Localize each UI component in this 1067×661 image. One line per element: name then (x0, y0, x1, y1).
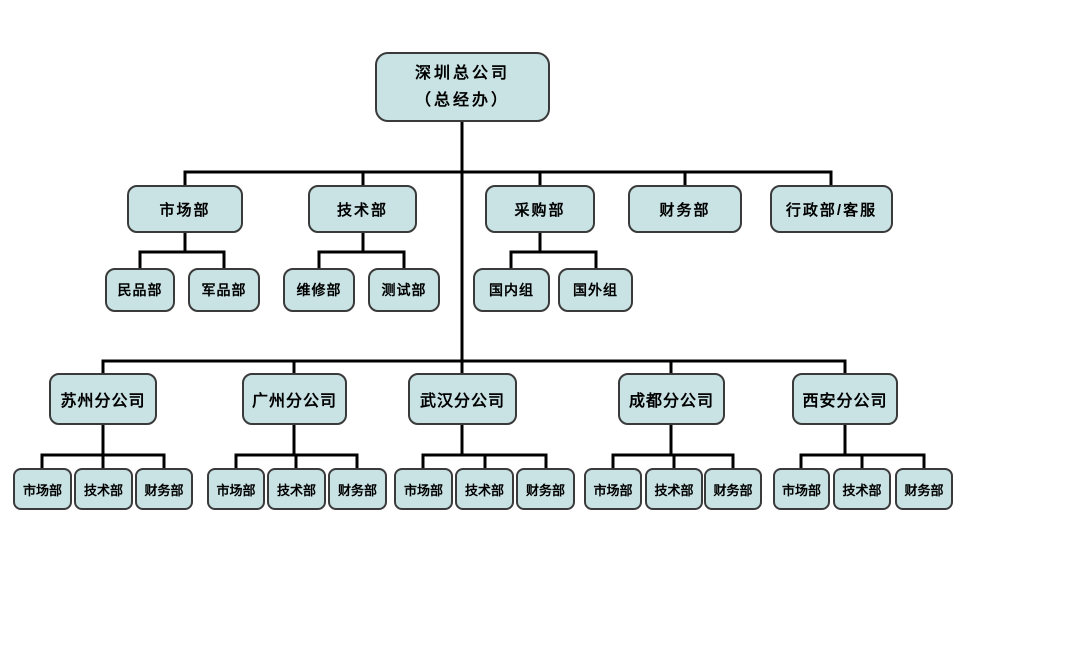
node-chengdu-technology: 技术部 (645, 468, 703, 510)
node-guangzhou-technology: 技术部 (267, 468, 326, 510)
node-hq-marketing: 市场部 (127, 185, 243, 233)
node-hq-finance: 财务部 (628, 185, 742, 233)
node-wuhan-marketing: 市场部 (394, 468, 453, 510)
node-branch-suzhou: 苏州分公司 (49, 373, 157, 425)
node-wuhan-technology: 技术部 (455, 468, 514, 510)
node-xian-technology: 技术部 (833, 468, 891, 510)
node-suzhou-marketing: 市场部 (13, 468, 72, 510)
node-branch-wuhan: 武汉分公司 (408, 373, 517, 425)
node-suzhou-finance: 财务部 (135, 468, 193, 510)
node-chengdu-finance: 财务部 (704, 468, 762, 510)
node-wuhan-finance: 财务部 (516, 468, 575, 510)
node-testing: 测试部 (368, 268, 440, 312)
node-hq-purchasing: 采购部 (485, 185, 595, 233)
node-guangzhou-finance: 财务部 (328, 468, 387, 510)
node-hq-technology: 技术部 (308, 185, 417, 233)
node-hq-admin-service: 行政部/客服 (770, 185, 893, 233)
node-suzhou-technology: 技术部 (74, 468, 133, 510)
node-maintenance: 维修部 (283, 268, 355, 312)
node-branch-xian: 西安分公司 (792, 373, 898, 425)
node-branch-chengdu: 成都分公司 (618, 373, 725, 425)
root-label-line1: 深圳总公司 (414, 64, 510, 82)
node-branch-guangzhou: 广州分公司 (242, 373, 347, 425)
node-xian-marketing: 市场部 (773, 468, 830, 510)
node-shenzhen-hq: 深圳总公司 （总经办） (375, 52, 550, 122)
node-military-products: 军品部 (188, 268, 260, 312)
node-overseas-group: 国外组 (558, 268, 633, 312)
node-domestic-group: 国内组 (473, 268, 550, 312)
root-label-line2: （总经办） (414, 92, 510, 109)
node-guangzhou-marketing: 市场部 (207, 468, 265, 510)
node-xian-finance: 财务部 (895, 468, 953, 510)
node-chengdu-marketing: 市场部 (584, 468, 642, 510)
node-civilian-products: 民品部 (105, 268, 175, 312)
